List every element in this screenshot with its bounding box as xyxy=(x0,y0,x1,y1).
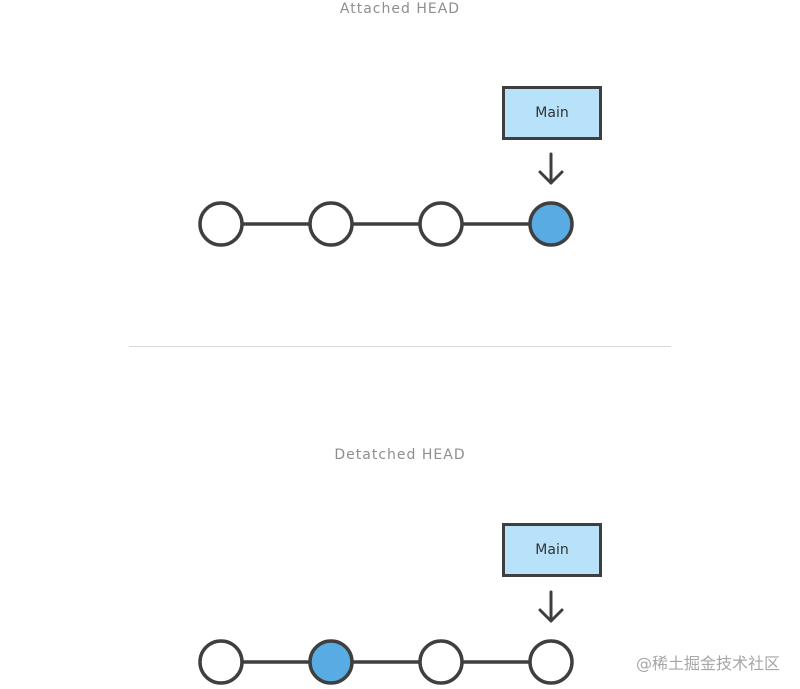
attached-pointer-arrow-head-icon xyxy=(538,170,564,185)
attached-main-branch-label-box: Main xyxy=(502,86,602,140)
attached-commit-2 xyxy=(308,201,354,247)
detached-head-title: Detatched HEAD xyxy=(334,447,466,463)
detached-commit-1 xyxy=(198,639,244,685)
detached-commit-4 xyxy=(528,639,574,685)
watermark: @稀土掘金技术社区 xyxy=(635,654,780,673)
attached-commit-1 xyxy=(198,201,244,247)
detached-main-branch-label: Main xyxy=(535,542,569,558)
detached-commit-2-head xyxy=(308,639,354,685)
attached-head-title: Attached HEAD xyxy=(339,1,461,17)
detached-pointer-arrow-head-icon xyxy=(538,608,564,623)
section-divider xyxy=(129,346,671,347)
attached-main-branch-label: Main xyxy=(535,105,569,121)
detached-commit-3 xyxy=(418,639,464,685)
attached-commit-3 xyxy=(418,201,464,247)
attached-commit-4-head xyxy=(528,201,574,247)
detached-main-branch-label-box: Main xyxy=(502,523,602,577)
